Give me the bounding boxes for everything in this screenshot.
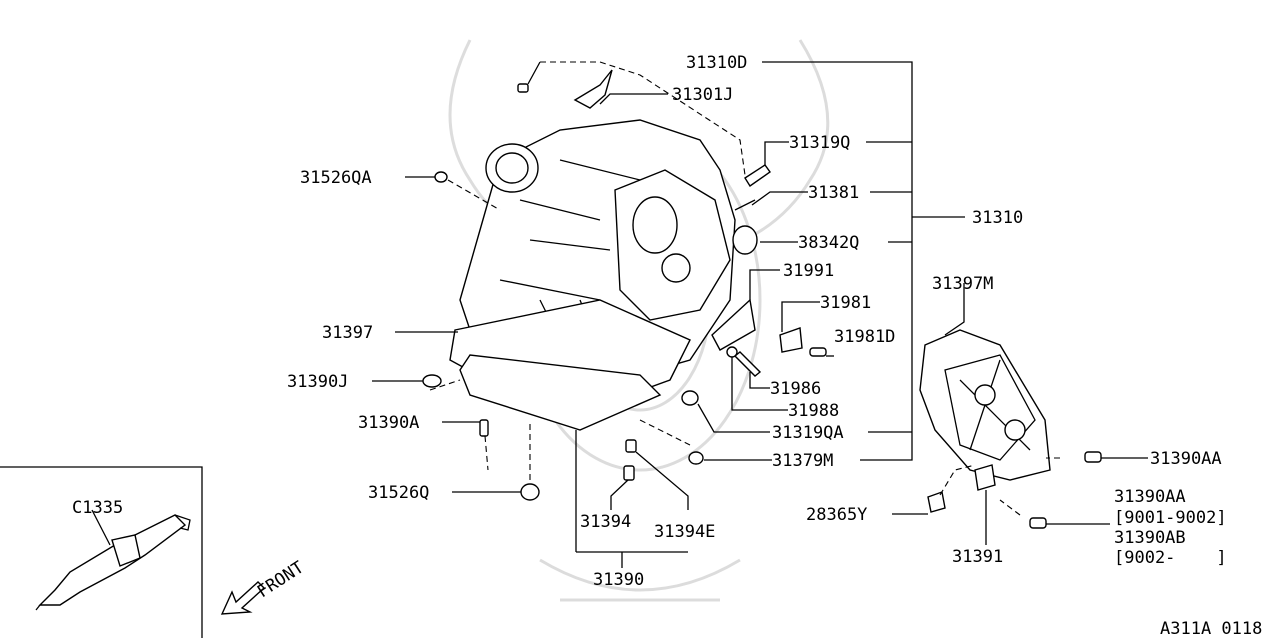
plug-31526Q: [520, 483, 540, 501]
label-31394E[interactable]: 31394E: [654, 522, 715, 542]
label-31390[interactable]: 31390: [593, 570, 644, 590]
oil-pan: [449, 299, 691, 431]
side-cover: [919, 329, 1051, 481]
figure-code: A311A 0118: [1160, 619, 1262, 638]
label-31379M[interactable]: 31379M: [772, 451, 833, 471]
label-31310D[interactable]: 31310D: [686, 53, 747, 73]
leader-lines: [0, 61, 1148, 638]
label-31390AA[interactable]: 31390AA: [1150, 449, 1222, 469]
label-date-range-9001-9002: [9001-9002]: [1114, 508, 1227, 528]
plug-31394E: [625, 439, 637, 453]
label-31526Q[interactable]: 31526Q: [368, 483, 429, 503]
plug-31310D: [517, 83, 529, 93]
sensor-31319Q: [744, 164, 771, 187]
label-31319Q[interactable]: 31319Q: [789, 133, 850, 153]
front-arrow-icon: [220, 581, 266, 615]
label-31301J[interactable]: 31301J: [672, 85, 733, 105]
label-31986[interactable]: 31986: [770, 379, 821, 399]
label-31526QA[interactable]: 31526QA: [300, 168, 372, 188]
clip-31988: [726, 346, 738, 358]
label-31988[interactable]: 31988: [788, 401, 839, 421]
label-31381[interactable]: 31381: [808, 183, 859, 203]
label-28365Y[interactable]: 28365Y: [806, 505, 867, 525]
label-31991[interactable]: 31991: [783, 261, 834, 281]
label-31981[interactable]: 31981: [820, 293, 871, 313]
label-31390A[interactable]: 31390A: [358, 413, 419, 433]
part-31391: [974, 464, 996, 491]
label-31319QA[interactable]: 31319QA: [772, 423, 844, 443]
plug-31394: [623, 465, 635, 481]
label-31391[interactable]: 31391: [952, 547, 1003, 567]
label-31310[interactable]: 31310: [972, 208, 1023, 228]
bolt-31390AA-AB: [1029, 517, 1047, 529]
bolt-31390AA: [1084, 451, 1102, 463]
seal-38342Q: [732, 225, 758, 255]
label-date-range-9002: [9002- ]: [1114, 548, 1227, 568]
front-label: FRONT: [254, 558, 308, 603]
label-31394[interactable]: 31394: [580, 512, 631, 532]
label-31390J[interactable]: 31390J: [287, 372, 348, 392]
bolt-31390A: [479, 419, 489, 437]
label-31397[interactable]: 31397: [322, 323, 373, 343]
label-31397M[interactable]: 31397M: [932, 274, 993, 294]
grommet-31390J: [422, 374, 442, 388]
callout-labels: 31310D 31301J 31319Q 31526QA 31381 31310…: [72, 53, 1262, 638]
label-38342Q[interactable]: 38342Q: [798, 233, 859, 253]
label-31981D[interactable]: 31981D: [834, 327, 895, 347]
bracket-28365Y: [927, 491, 946, 513]
pipe-31381: [734, 199, 756, 211]
bracket-31301J: [573, 69, 613, 109]
plug-31526QA: [434, 171, 448, 183]
small-parts: [422, 69, 1102, 529]
bolt-31981D: [809, 347, 827, 357]
bracket-31981: [779, 327, 803, 353]
nut-31379M: [688, 451, 704, 465]
label-31390AA-b[interactable]: 31390AA: [1114, 487, 1186, 507]
sealant-tube-c1335: [35, 514, 191, 611]
plug-31319QA: [681, 390, 699, 406]
lever-31991: [711, 298, 756, 351]
label-c1335[interactable]: C1335: [72, 498, 123, 518]
label-31390AB[interactable]: 31390AB: [1114, 528, 1186, 548]
